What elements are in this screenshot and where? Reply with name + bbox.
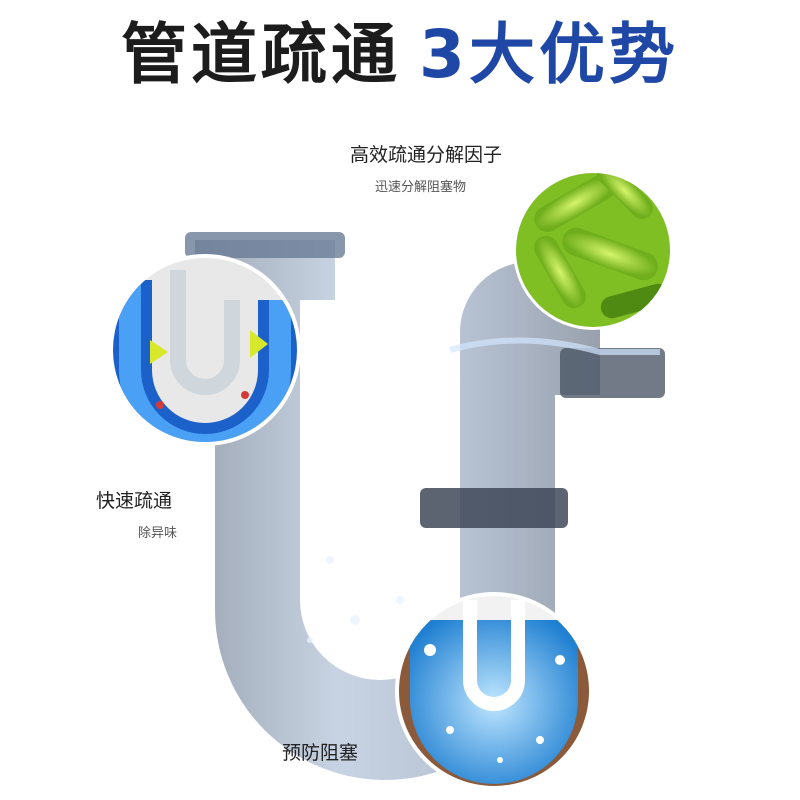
bacteria-icon bbox=[513, 170, 673, 330]
feature-2-subtitle: 除异味 bbox=[138, 526, 178, 541]
sparkle-icon bbox=[395, 592, 593, 790]
feature-2-title: 快速疏通 bbox=[96, 490, 173, 512]
pipe-flow-icon bbox=[109, 254, 301, 446]
feature-1-subtitle: 迅速分解阻塞物 bbox=[375, 180, 467, 195]
feature-3-title: 预防阻塞 bbox=[282, 742, 359, 764]
feature-1-title: 高效疏通分解因子 bbox=[350, 144, 503, 166]
headline-main: 管道疏通 bbox=[121, 16, 402, 93]
headline-highlight: 3大优势 bbox=[419, 16, 679, 93]
